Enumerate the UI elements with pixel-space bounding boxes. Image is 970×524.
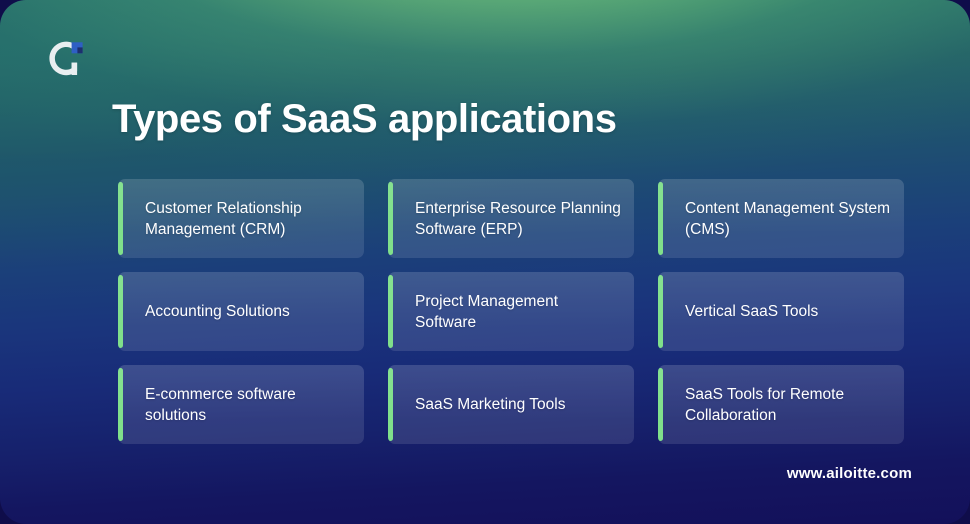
page-title: Types of SaaS applications xyxy=(112,97,617,141)
card-label: SaaS Tools for Remote Collaboration xyxy=(685,385,845,424)
card-remote-collaboration[interactable]: SaaS Tools for Remote Collaboration xyxy=(658,365,904,444)
site-url[interactable]: www.ailoitte.com xyxy=(786,465,912,482)
accent-bar-icon xyxy=(388,368,393,441)
accent-bar-icon xyxy=(118,182,123,255)
card-label: Content Management System (CMS) xyxy=(685,199,891,238)
accent-bar-icon xyxy=(118,275,123,348)
card-cms[interactable]: Content Management System (CMS) xyxy=(658,179,904,258)
card-label: E-commerce software solutions xyxy=(145,385,296,424)
card-label: SaaS Marketing Tools xyxy=(415,396,566,413)
ailoitte-a-logo-icon xyxy=(46,38,86,78)
card-ecommerce[interactable]: E-commerce software solutions xyxy=(118,365,364,444)
card-accounting[interactable]: Accounting Solutions xyxy=(118,272,364,351)
accent-bar-icon xyxy=(658,275,663,348)
saas-types-grid: Customer Relationship Management (CRM) E… xyxy=(118,179,904,444)
card-label: Project Management Software xyxy=(415,292,559,331)
card-label: Vertical SaaS Tools xyxy=(685,303,819,320)
card-project-management[interactable]: Project Management Software xyxy=(388,272,634,351)
card-label: Customer Relationship Management (CRM) xyxy=(145,199,302,238)
accent-bar-icon xyxy=(388,182,393,255)
card-marketing[interactable]: SaaS Marketing Tools xyxy=(388,365,634,444)
accent-bar-icon xyxy=(118,368,123,441)
accent-bar-icon xyxy=(658,368,663,441)
card-vertical-saas[interactable]: Vertical SaaS Tools xyxy=(658,272,904,351)
accent-bar-icon xyxy=(658,182,663,255)
card-label: Accounting Solutions xyxy=(145,303,290,320)
card-crm[interactable]: Customer Relationship Management (CRM) xyxy=(118,179,364,258)
accent-bar-icon xyxy=(388,275,393,348)
card-label: Enterprise Resource Planning Software (E… xyxy=(415,199,621,238)
card-erp[interactable]: Enterprise Resource Planning Software (E… xyxy=(388,179,634,258)
